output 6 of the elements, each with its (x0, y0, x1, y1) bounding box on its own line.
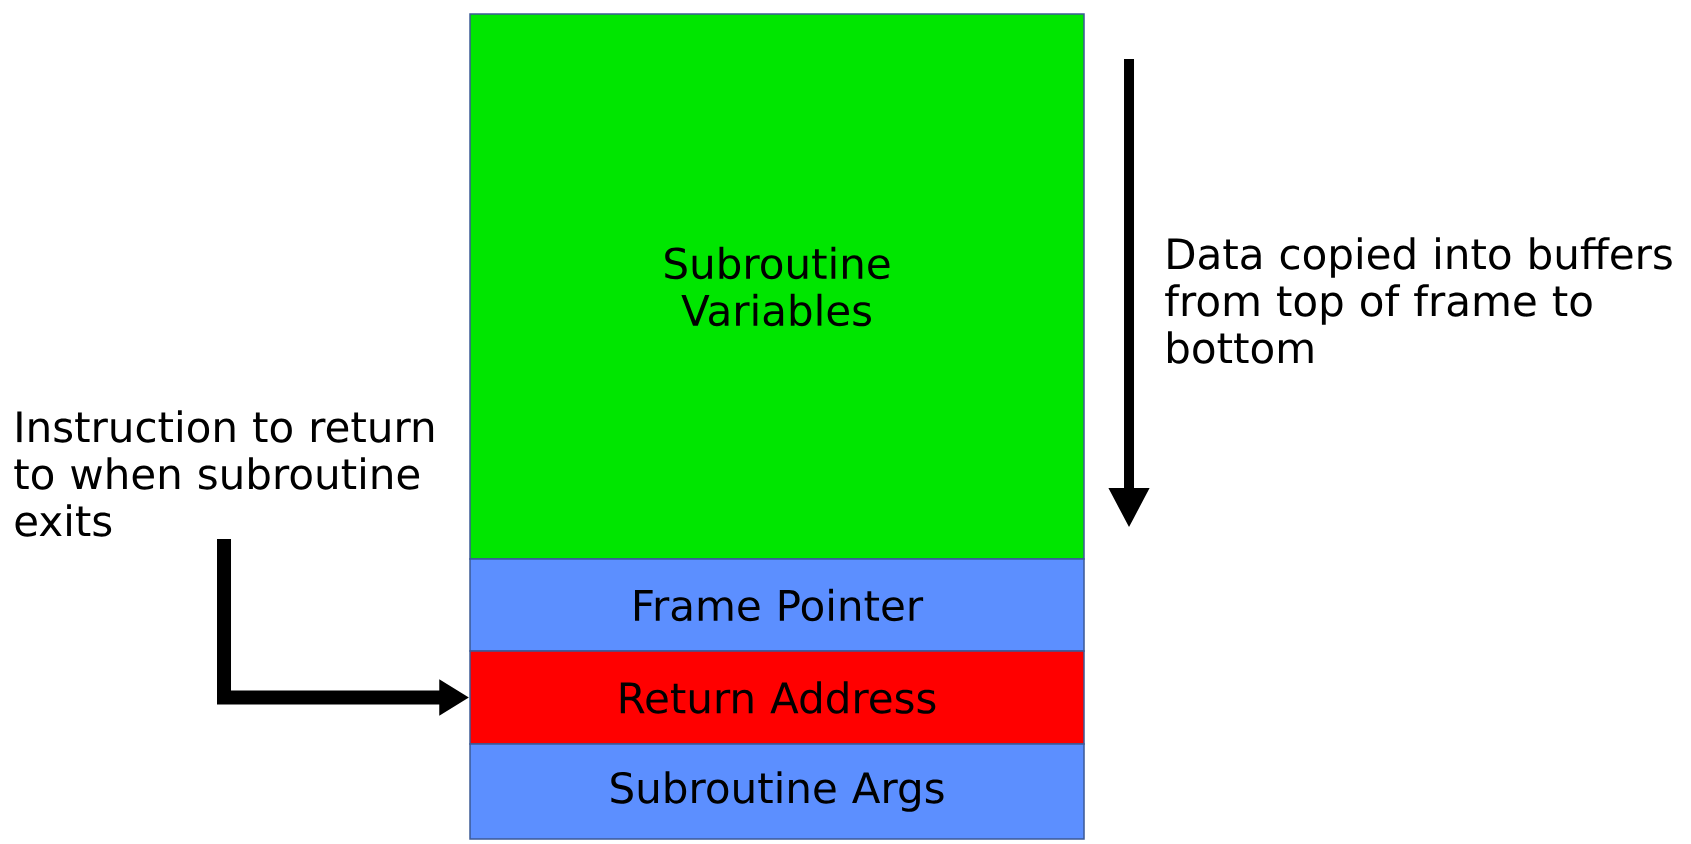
stack-frame-box: Subroutine Variables (469, 13, 1085, 560)
stack-frame-box: Subroutine Args (469, 743, 1085, 840)
note-text: Instruction to return to when subroutine exits (14, 410, 434, 537)
stack-frame-box: Return Address (469, 650, 1085, 745)
stack-frame-box: Frame Pointer (469, 558, 1085, 652)
note-text: Data copied into buffers from top of frame to bottom (1165, 237, 1672, 364)
